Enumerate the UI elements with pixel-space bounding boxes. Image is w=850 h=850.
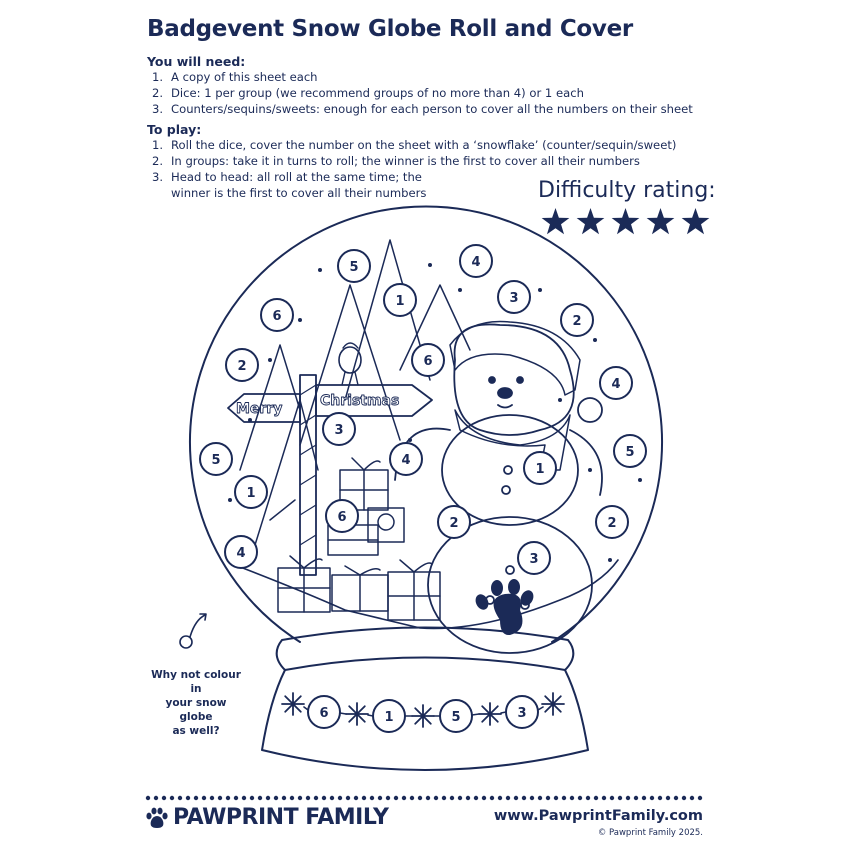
svg-text:3: 3 bbox=[517, 706, 526, 721]
ground-line bbox=[234, 559, 619, 630]
snowflake-icon bbox=[345, 702, 369, 726]
globe-number-badge[interactable]: 2 bbox=[595, 505, 629, 539]
svg-text:2: 2 bbox=[237, 359, 246, 374]
svg-text:3: 3 bbox=[509, 291, 518, 306]
difficulty-stars bbox=[540, 206, 711, 237]
need-heading: You will need: bbox=[147, 54, 246, 69]
globe-number-badge[interactable]: 2 bbox=[560, 303, 594, 337]
sign-christmas: Christmas bbox=[320, 393, 399, 409]
svg-text:1: 1 bbox=[535, 462, 544, 477]
svg-text:1: 1 bbox=[246, 486, 255, 501]
globe-number-badge[interactable]: 5 bbox=[613, 434, 647, 468]
globe-base bbox=[261, 626, 589, 771]
snowflake-icon bbox=[281, 692, 305, 716]
svg-text:4: 4 bbox=[471, 255, 480, 270]
robin-bird bbox=[338, 346, 362, 374]
rating-star-icon bbox=[576, 207, 605, 235]
base-number-badge[interactable]: 1 bbox=[372, 699, 406, 733]
presents bbox=[277, 457, 441, 621]
globe-number-badge[interactable]: 1 bbox=[234, 475, 268, 509]
signpost: Merry Christmas bbox=[227, 342, 433, 576]
snowman-body bbox=[427, 516, 593, 654]
paw-logo-icon bbox=[146, 807, 168, 828]
base-number-badge[interactable]: 5 bbox=[439, 699, 473, 733]
globe-number-badge[interactable]: 6 bbox=[325, 499, 359, 533]
globe-number-badge[interactable]: 2 bbox=[437, 505, 471, 539]
list-item: 3.Head to head: all roll at the same tim… bbox=[152, 170, 427, 200]
brand-logo: PAWPRINT FAMILY bbox=[145, 805, 389, 830]
globe-glass bbox=[189, 205, 663, 643]
base-number-badge[interactable]: 6 bbox=[307, 695, 341, 729]
scarf bbox=[454, 409, 571, 471]
globe-number-badge[interactable]: 1 bbox=[523, 451, 557, 485]
globe-number-badge[interactable]: 4 bbox=[599, 366, 633, 400]
paw-print-icon bbox=[475, 579, 534, 636]
globe-number-badge[interactable]: 4 bbox=[224, 535, 258, 569]
list-item: 1.A copy of this sheet each bbox=[152, 70, 318, 84]
svg-text:4: 4 bbox=[611, 377, 620, 392]
globe-number-badge[interactable]: 6 bbox=[411, 343, 445, 377]
list-item: 1.Roll the dice, cover the number on the… bbox=[152, 138, 677, 152]
rating-star-icon bbox=[611, 207, 640, 235]
globe-number-badge[interactable]: 6 bbox=[260, 298, 294, 332]
svg-text:4: 4 bbox=[236, 546, 245, 561]
list-item: 3.Counters/sequins/sweets: enough for ea… bbox=[152, 102, 693, 116]
brand-name: PAWPRINT FAMILY bbox=[173, 805, 389, 830]
play-list: 1.Roll the dice, cover the number on the… bbox=[152, 137, 676, 201]
globe-number-badge[interactable]: 1 bbox=[383, 283, 417, 317]
snowflake-icon bbox=[541, 692, 565, 716]
rating-star-icon bbox=[541, 207, 570, 235]
base-snowflakes bbox=[281, 692, 565, 728]
snowflake-icon bbox=[411, 704, 435, 728]
svg-text:2: 2 bbox=[607, 516, 616, 531]
rose-decoration bbox=[377, 513, 395, 531]
svg-text:6: 6 bbox=[319, 706, 328, 721]
footer-dot-divider bbox=[145, 795, 703, 801]
copyright-text: © Pawprint Family 2025. bbox=[597, 828, 703, 838]
bear-head bbox=[453, 323, 575, 436]
svg-text:6: 6 bbox=[272, 309, 281, 324]
svg-text:2: 2 bbox=[572, 314, 581, 329]
globe-number-badge[interactable]: 5 bbox=[337, 249, 371, 283]
svg-text:5: 5 bbox=[625, 445, 634, 460]
website-link[interactable]: www.PawprintFamily.com bbox=[493, 808, 703, 824]
svg-text:3: 3 bbox=[529, 552, 538, 567]
svg-text:1: 1 bbox=[395, 294, 404, 309]
globe-number-badge[interactable]: 5 bbox=[199, 442, 233, 476]
svg-text:6: 6 bbox=[423, 354, 432, 369]
snowman-bear bbox=[394, 320, 603, 654]
rating-star-icon bbox=[646, 207, 675, 235]
globe-number-badge[interactable]: 3 bbox=[322, 412, 356, 446]
page-title: Badgevent Snow Globe Roll and Cover bbox=[147, 16, 633, 42]
svg-text:5: 5 bbox=[451, 710, 460, 725]
difficulty-label: Difficulty rating: bbox=[538, 178, 716, 203]
base-number-badge[interactable]: 3 bbox=[505, 695, 539, 729]
list-item: 2.In groups: take it in turns to roll; t… bbox=[152, 154, 640, 168]
rating-star-icon bbox=[681, 207, 710, 235]
play-heading: To play: bbox=[147, 122, 202, 137]
svg-text:3: 3 bbox=[334, 423, 343, 438]
globe-number-badge[interactable]: 3 bbox=[517, 541, 551, 575]
hint-arrow-icon bbox=[179, 613, 207, 649]
svg-text:5: 5 bbox=[211, 453, 220, 468]
colour-hint: Why not colour in your snow globe as wel… bbox=[151, 669, 241, 737]
svg-text:1: 1 bbox=[384, 710, 393, 725]
globe-number-badge[interactable]: 2 bbox=[225, 348, 259, 382]
svg-text:6: 6 bbox=[337, 510, 346, 525]
svg-text:5: 5 bbox=[349, 260, 358, 275]
need-list: 1.A copy of this sheet each 2.Dice: 1 pe… bbox=[152, 69, 693, 117]
sign-merry: Merry bbox=[236, 401, 282, 417]
svg-text:2: 2 bbox=[449, 516, 458, 531]
snowflake-icon bbox=[478, 702, 502, 726]
trees bbox=[239, 239, 471, 546]
svg-text:4: 4 bbox=[401, 453, 410, 468]
globe-number-badge[interactable]: 3 bbox=[497, 280, 531, 314]
number-badges: 5 4 1 3 6 2 2 6 4 3 5 4 1 5 1 6 2 2 4 3 6 1 5 3 bbox=[199, 244, 647, 733]
globe-number-badge[interactable]: 4 bbox=[389, 442, 423, 476]
list-item: 2.Dice: 1 per group (we recommend groups… bbox=[152, 86, 584, 100]
globe-number-badge[interactable]: 4 bbox=[459, 244, 493, 278]
